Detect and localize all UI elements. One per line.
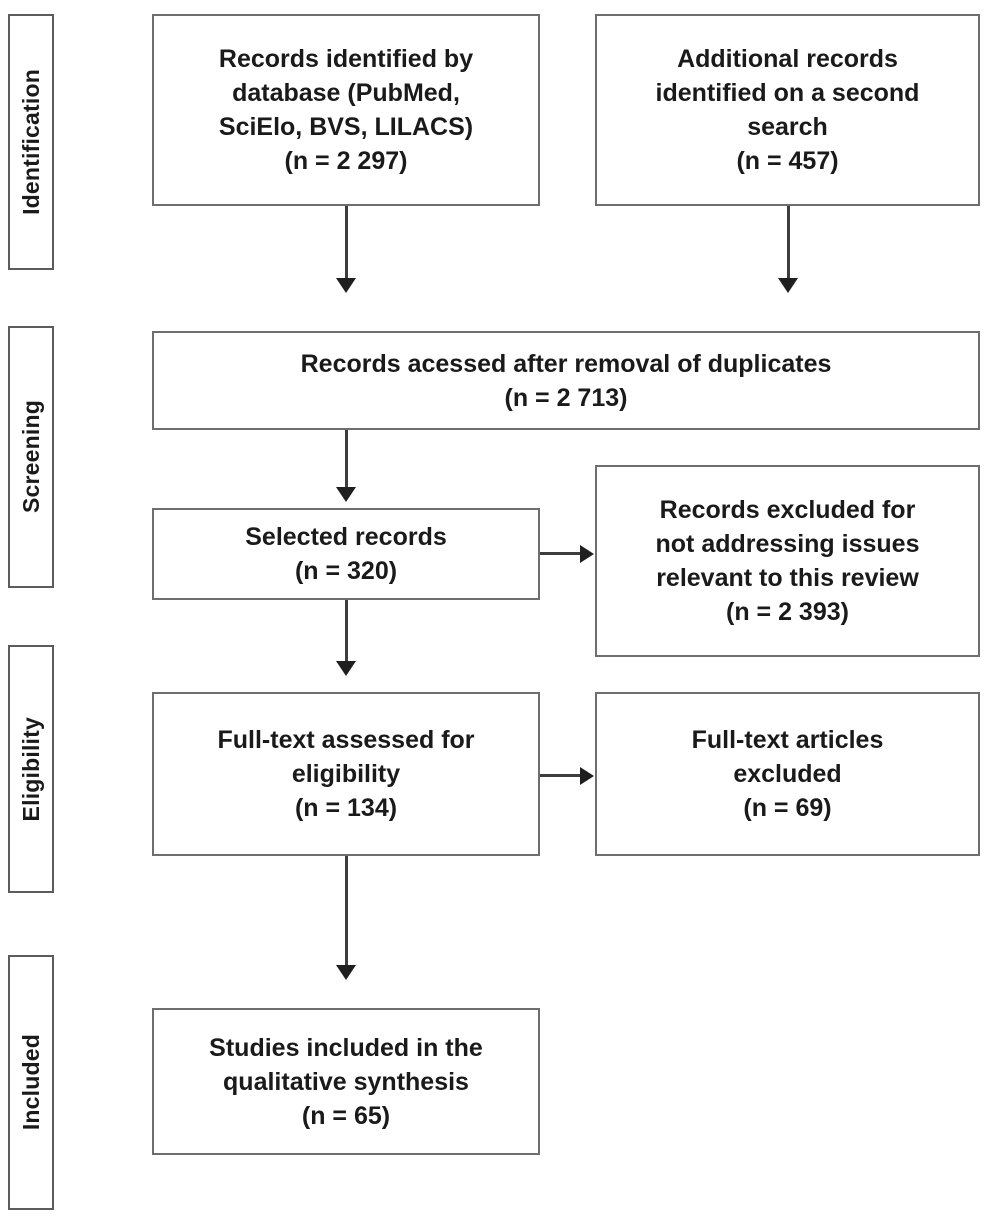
node-line: (n = 65) xyxy=(301,1101,391,1130)
node-line: Additional records xyxy=(677,45,898,73)
arrow-head-icon xyxy=(580,767,594,785)
stage-screening: Screening xyxy=(8,326,54,588)
stage-eligibility: Eligibility xyxy=(8,645,54,893)
arrow-head-icon xyxy=(336,487,356,502)
connector-line xyxy=(787,206,790,280)
connector-line xyxy=(540,552,582,555)
node-line: Records acessed after removal of duplica… xyxy=(300,349,832,378)
node-fulltext-excluded: Full-text articles excluded (n = 69) xyxy=(595,692,980,856)
node-records-excluded: Records excluded for not addressing issu… xyxy=(595,465,980,657)
stage-identification: Identification xyxy=(8,14,54,270)
node-line: Selected records xyxy=(245,523,447,551)
node-line: eligibility xyxy=(291,760,401,788)
node-selected-records: Selected records (n = 320) xyxy=(152,508,540,600)
node-line: Studies included in the xyxy=(209,1033,483,1062)
node-additional-records: Additional records identified on a secon… xyxy=(595,14,980,206)
node-records-identified: Records identified by database (PubMed, … xyxy=(152,14,540,206)
node-line: (n = 2 297) xyxy=(284,147,408,175)
node-line: (n = 320) xyxy=(294,557,398,585)
node-fulltext-assessed: Full-text assessed for eligibility (n = … xyxy=(152,692,540,856)
connector-line xyxy=(540,774,582,777)
node-line: (n = 2 393) xyxy=(726,598,849,626)
connector-line xyxy=(345,206,348,280)
node-line: Records identified by xyxy=(218,45,474,73)
node-line: relevant to this review xyxy=(656,564,919,592)
node-line: qualitative synthesis xyxy=(223,1067,469,1096)
node-line: (n = 69) xyxy=(743,794,832,822)
node-studies-included: Studies included in the qualitative synt… xyxy=(152,1008,540,1155)
node-line: not addressing issues xyxy=(655,530,920,558)
arrow-head-icon xyxy=(336,965,356,980)
stage-included: Included xyxy=(8,955,54,1210)
node-line: (n = 134) xyxy=(294,794,398,822)
arrow-head-icon xyxy=(580,545,594,563)
node-line: Full-text assessed for xyxy=(217,726,475,754)
node-line: SciElo, BVS, LILACS) xyxy=(218,113,474,141)
stage-screening-label: Screening xyxy=(17,400,44,514)
node-line: identified on a second xyxy=(655,79,920,107)
node-line: database (PubMed, xyxy=(232,79,460,107)
node-records-after-duplicates: Records acessed after removal of duplica… xyxy=(152,331,980,430)
stage-eligibility-label: Eligibility xyxy=(17,716,44,822)
stage-identification-label: Identification xyxy=(17,69,44,215)
node-line: Full-text articles xyxy=(691,726,884,754)
stage-included-label: Included xyxy=(17,1034,44,1131)
node-line: (n = 457) xyxy=(736,147,839,175)
arrow-head-icon xyxy=(336,278,356,293)
connector-line xyxy=(345,600,348,664)
node-line: (n = 2 713) xyxy=(504,383,628,412)
connector-line xyxy=(345,430,348,490)
arrow-head-icon xyxy=(778,278,798,293)
node-line: Records excluded for xyxy=(659,496,916,524)
node-line: excluded xyxy=(733,760,842,788)
arrow-head-icon xyxy=(336,661,356,676)
node-line: search xyxy=(747,113,828,141)
connector-line xyxy=(345,856,348,968)
